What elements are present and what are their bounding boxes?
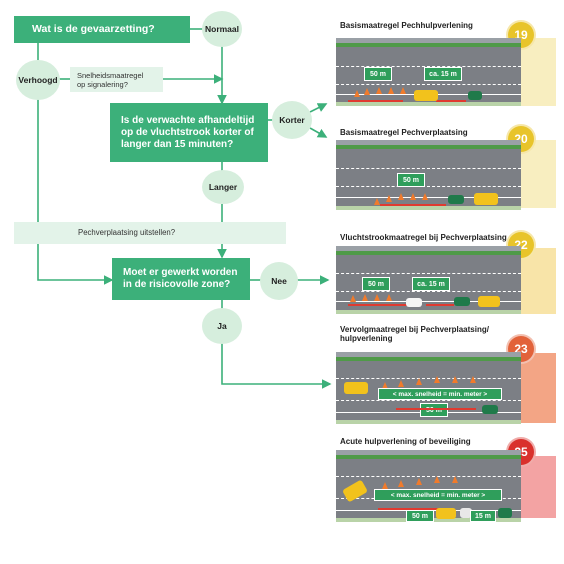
distance-sign: 50 m xyxy=(420,403,448,417)
node-korter: Korter xyxy=(272,101,312,139)
distance-sign: 50 m xyxy=(397,173,425,187)
broken-car xyxy=(468,91,482,100)
speed-distance-sign: < max. snelheid = min. meter > xyxy=(374,489,502,501)
panel-title-25: Acute hulpverlening of beveiliging xyxy=(340,437,471,446)
tow-truck xyxy=(344,382,368,394)
question-text: Is de verwachte afhandeltijd op de vluch… xyxy=(121,114,255,150)
tow-truck xyxy=(341,479,369,503)
road-panel-20: 50 m xyxy=(336,140,521,210)
panel-title-20: Basismaatregel Pechverplaatsing xyxy=(340,128,468,137)
broken-car xyxy=(482,405,498,414)
tow-truck xyxy=(474,193,498,205)
question-text: Wat is de gevaarzetting? xyxy=(32,23,155,36)
box-snelheidsmaatregel: Snelheidsmaatregel op signalering? xyxy=(70,67,163,92)
node-label: Langer xyxy=(208,182,238,192)
node-label: Nee xyxy=(271,276,287,286)
box-text: Pechverplaatsing uitstellen? xyxy=(78,228,176,238)
node-verhoogd: Verhoogd xyxy=(16,60,60,100)
road-panel-19: 50 m ca. 15 m xyxy=(336,38,521,106)
ambulance xyxy=(436,508,456,519)
broken-car xyxy=(454,297,470,306)
panel-swatch-23 xyxy=(521,353,556,423)
service-car xyxy=(498,508,512,518)
panel-title-19: Basismaatregel Pechhulpverlening xyxy=(340,21,473,30)
node-label: Normaal xyxy=(204,24,239,34)
question-box-gevaarzetting: Wat is de gevaarzetting? xyxy=(14,16,190,43)
speed-distance-sign: < max. snelheid = min. meter > xyxy=(378,388,502,400)
box-uitstellen: Pechverplaatsing uitstellen? xyxy=(14,222,286,244)
tow-truck xyxy=(414,90,438,101)
service-car xyxy=(406,298,422,307)
panel-swatch-19 xyxy=(521,38,556,106)
node-label: Korter xyxy=(279,115,305,125)
question-box-afhandeltijd: Is de verwachte afhandeltijd op de vluch… xyxy=(110,103,268,162)
road-panel-23: < max. snelheid = min. meter > 50 m xyxy=(336,352,521,424)
node-normaal: Normaal xyxy=(202,11,242,47)
distance-sign: 50 m xyxy=(406,510,434,522)
panel-swatch-22 xyxy=(521,248,556,314)
distance-sign: ca. 15 m xyxy=(412,277,450,291)
distance-sign: ca. 15 m xyxy=(424,67,462,81)
node-langer: Langer xyxy=(202,170,244,204)
broken-car xyxy=(448,195,464,204)
distance-sign: 50 m xyxy=(362,277,390,291)
panel-swatch-25 xyxy=(521,456,556,518)
question-box-risicovolle-zone: Moet er gewerkt worden in de risicovolle… xyxy=(112,258,250,300)
tow-truck xyxy=(478,296,500,307)
node-label: Ja xyxy=(217,321,227,331)
node-label: Verhoogd xyxy=(18,75,58,85)
broken-car xyxy=(460,508,472,518)
panel-title-23: Vervolgmaatregel bij Pechverplaatsing/ h… xyxy=(340,325,489,344)
node-ja: Ja xyxy=(202,308,242,344)
distance-sign: 15 m xyxy=(470,510,496,522)
question-text: Moet er gewerkt worden in de risicovolle… xyxy=(123,267,238,290)
road-panel-22: 50 m ca. 15 m xyxy=(336,246,521,314)
road-panel-25: < max. snelheid = min. meter > 50 m 15 m xyxy=(336,450,521,522)
box-text: Snelheidsmaatregel op signalering? xyxy=(77,70,144,89)
node-nee: Nee xyxy=(260,262,298,300)
panel-badge-23: 23 xyxy=(506,334,536,364)
distance-sign: 50 m xyxy=(364,67,392,81)
panel-title-22: Vluchtstrookmaatregel bij Pechverplaatsi… xyxy=(340,233,507,242)
